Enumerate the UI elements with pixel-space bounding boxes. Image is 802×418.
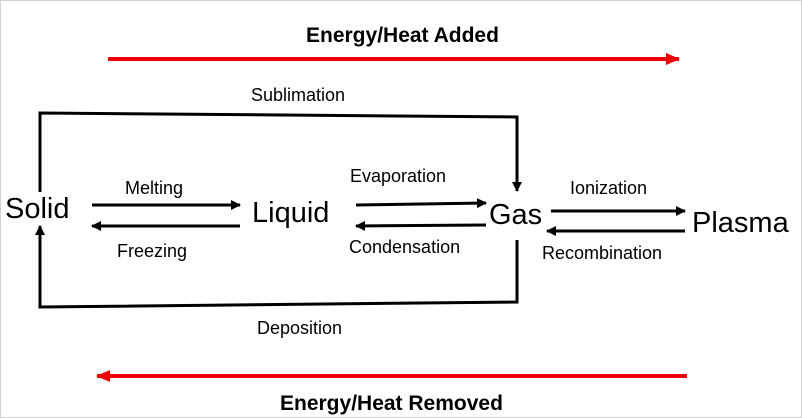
evaporation-arrow bbox=[355, 198, 487, 209]
label-recombination: Recombination bbox=[542, 243, 663, 263]
state-solid: Solid bbox=[5, 193, 70, 225]
label-sublimation: Sublimation bbox=[251, 85, 346, 105]
label-melting: Melting bbox=[125, 178, 184, 198]
deposition-arrow bbox=[35, 225, 519, 309]
energy-added-heading: Energy/Heat Added bbox=[306, 24, 499, 47]
energy-removed-heading: Energy/Heat Removed bbox=[280, 392, 503, 415]
condensation-arrow bbox=[355, 220, 487, 231]
state-liquid: Liquid bbox=[252, 197, 330, 229]
label-condensation: Condensation bbox=[349, 237, 461, 257]
label-evaporation: Evaporation bbox=[350, 166, 447, 186]
state-gas: Gas bbox=[489, 199, 543, 231]
state-plasma: Plasma bbox=[692, 207, 789, 239]
sublimation-arrow bbox=[38, 111, 522, 192]
label-deposition: Deposition bbox=[257, 318, 343, 338]
label-freezing: Freezing bbox=[117, 241, 188, 261]
label-ionization: Ionization bbox=[570, 178, 648, 198]
